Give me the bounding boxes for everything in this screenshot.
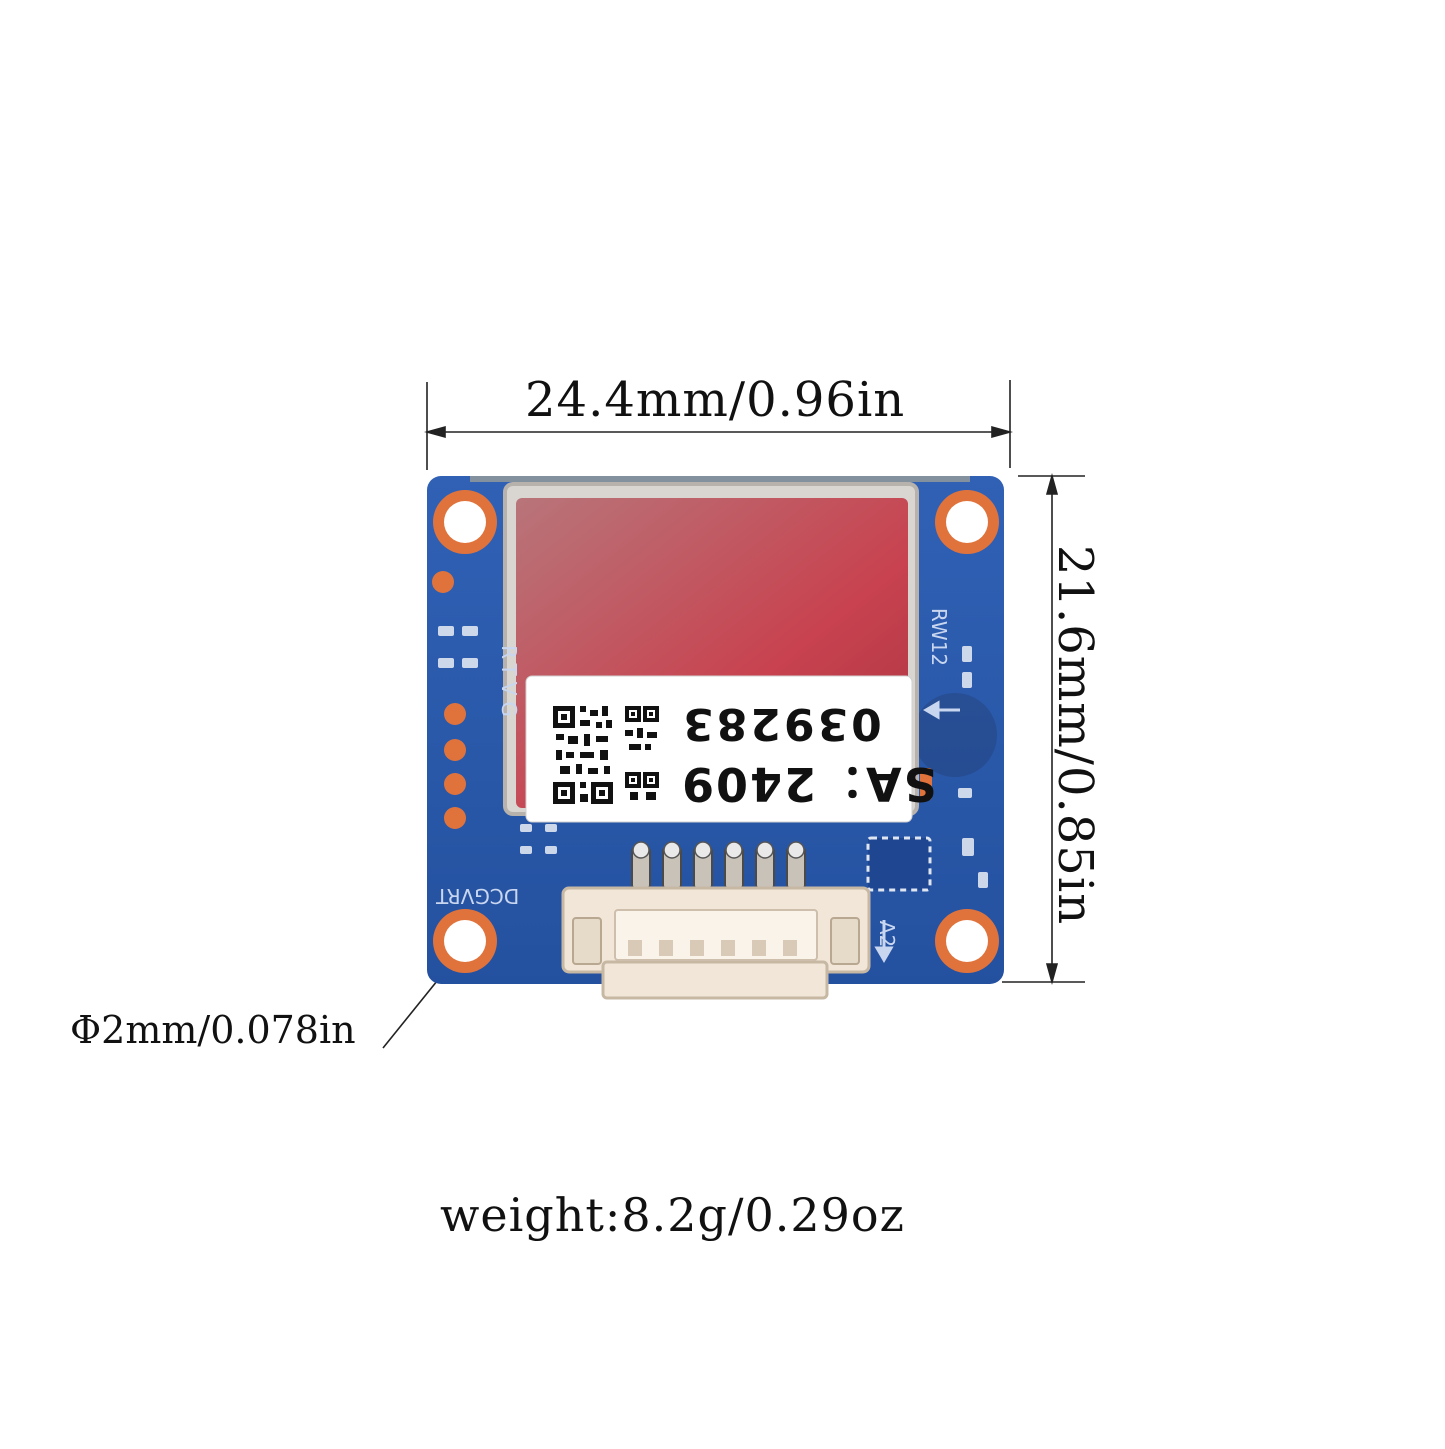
mounting-hole xyxy=(935,909,999,973)
silkscreen-rtvg: RTVG xyxy=(496,645,521,723)
height-dimension-label: 21.6mm/0.85in xyxy=(1047,544,1103,926)
solder-pads xyxy=(432,571,932,829)
silkscreen-a2: A2 xyxy=(875,920,900,948)
small-qr-code xyxy=(624,705,660,805)
weight-label: weight:8.2g/0.29oz xyxy=(440,1188,905,1242)
ic-chip xyxy=(866,836,932,892)
solder-blobs xyxy=(632,841,805,859)
sticker-lot-code: 039283 xyxy=(680,698,882,749)
jst-connector xyxy=(561,886,871,1000)
silkscreen-arrow-icon xyxy=(874,700,960,963)
smd-components xyxy=(438,626,988,888)
width-dimension-label: 24.4mm/0.96in xyxy=(525,372,906,428)
silkscreen-rw12: RW12 xyxy=(927,607,952,667)
sticker-serial-code: SA：2409 xyxy=(680,757,937,811)
mounting-hole xyxy=(935,490,999,554)
hole-diameter-label: Φ2mm/0.078in xyxy=(70,1008,356,1052)
mounting-hole xyxy=(433,909,497,973)
silkscreen-dcgvrt: DCGVRT xyxy=(436,884,520,908)
mounting-hole xyxy=(433,490,497,554)
height-dimension-line xyxy=(1002,473,1085,985)
qr-code xyxy=(552,705,614,805)
label-sticker xyxy=(525,675,913,823)
width-dimension-line xyxy=(424,380,1013,470)
